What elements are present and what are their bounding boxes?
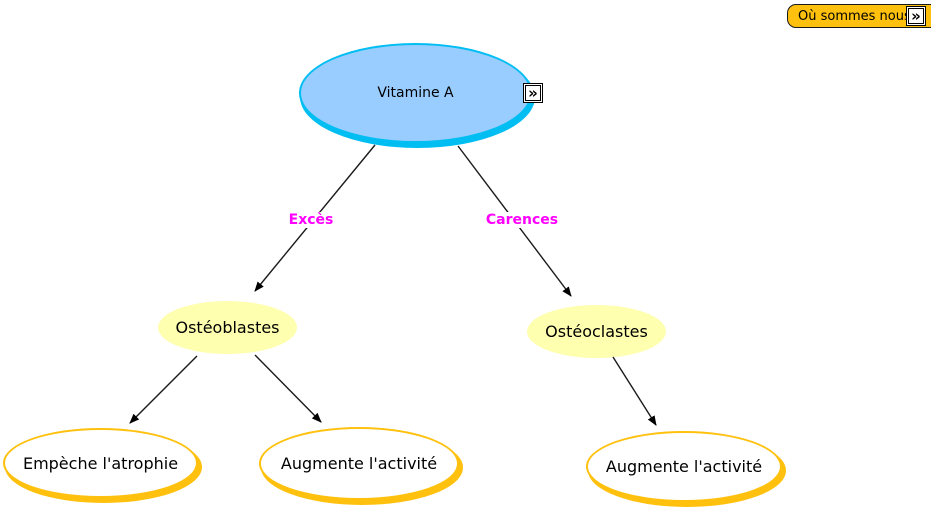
node-osteoblastes-label: Ostéoblastes	[175, 318, 280, 337]
where-are-we-button[interactable]: Où sommes nous ?	[787, 4, 931, 28]
node-vitamine-a[interactable]: Vitamine A	[299, 43, 532, 143]
node-osteoblastes[interactable]: Ostéoblastes	[158, 301, 297, 354]
where-are-we-button-label: Où sommes nous ?	[798, 8, 922, 24]
node-osteoclastes[interactable]: Ostéoclastes	[527, 305, 666, 358]
edge-osteoblastes-augmente-line	[254, 354, 322, 423]
edge-osteoclastes-augmente-line	[612, 356, 657, 426]
node-osteoclastes-label: Ostéoclastes	[545, 322, 648, 341]
node-empeche-atrophie[interactable]: Empèche l'atrophie	[3, 428, 198, 498]
double-chevron-right-icon[interactable]: »	[523, 83, 543, 103]
node-augmente-activite-carences[interactable]: Augmente l'activité	[586, 431, 782, 502]
node-augmente-activite-carences-label: Augmente l'activité	[605, 457, 763, 476]
edge-label-exces: Excès	[285, 212, 337, 228]
edge-osteoblastes-empeche-line	[129, 355, 198, 424]
node-empeche-atrophie-label: Empèche l'atrophie	[22, 453, 179, 473]
node-augmente-activite-exces-label: Augmente l'activité	[280, 454, 438, 473]
node-vitamine-a-label: Vitamine A	[377, 85, 454, 101]
double-chevron-right-icon[interactable]: »	[906, 6, 926, 26]
node-augmente-activite-exces[interactable]: Augmente l'activité	[259, 427, 459, 500]
edge-label-carences: Carences	[482, 212, 562, 228]
